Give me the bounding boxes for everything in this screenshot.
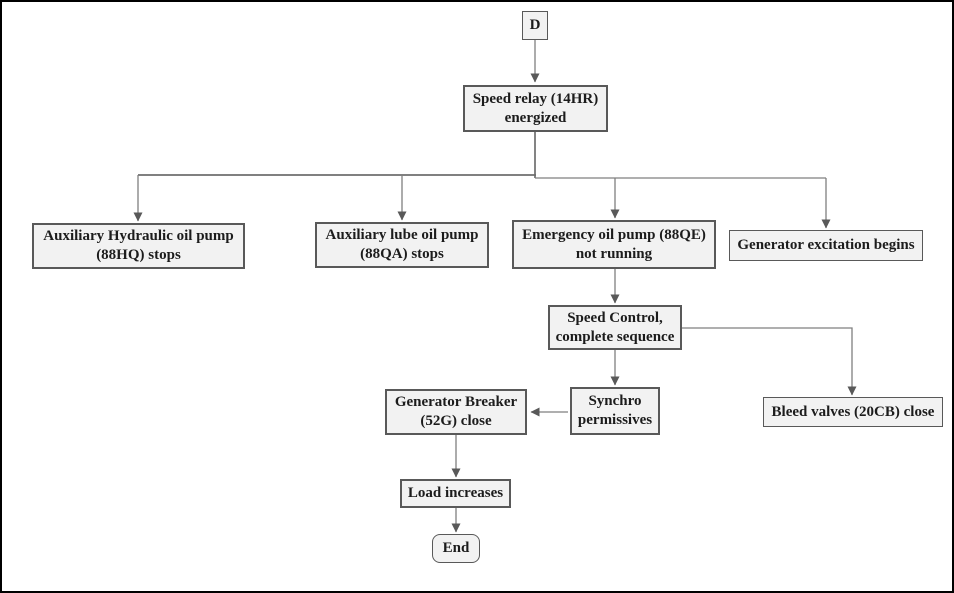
node-synchro-permissives: Synchro permissives <box>570 387 660 435</box>
node-connector-d: D <box>522 11 548 40</box>
node-bleed-valves-close: Bleed valves (20CB) close <box>763 397 943 427</box>
node-end-terminator: End <box>432 534 480 563</box>
node-speed-relay-energized: Speed relay (14HR) energized <box>463 85 608 132</box>
node-generator-breaker-close: Generator Breaker (52G) close <box>385 389 527 435</box>
node-aux-lube-pump-stops: Auxiliary lube oil pump (88QA) stops <box>315 222 489 268</box>
edge-speed-control-to-bleed-valves <box>682 327 857 396</box>
node-generator-excitation-begins: Generator excitation begins <box>729 230 923 261</box>
node-aux-hydraulic-pump-stops: Auxiliary Hydraulic oil pump (88HQ) stop… <box>32 223 245 269</box>
node-emergency-pump-not-running: Emergency oil pump (88QE) not running <box>512 220 716 269</box>
node-load-increases: Load increases <box>400 479 511 508</box>
node-speed-control-complete-sequence: Speed Control, complete sequence <box>548 305 682 350</box>
